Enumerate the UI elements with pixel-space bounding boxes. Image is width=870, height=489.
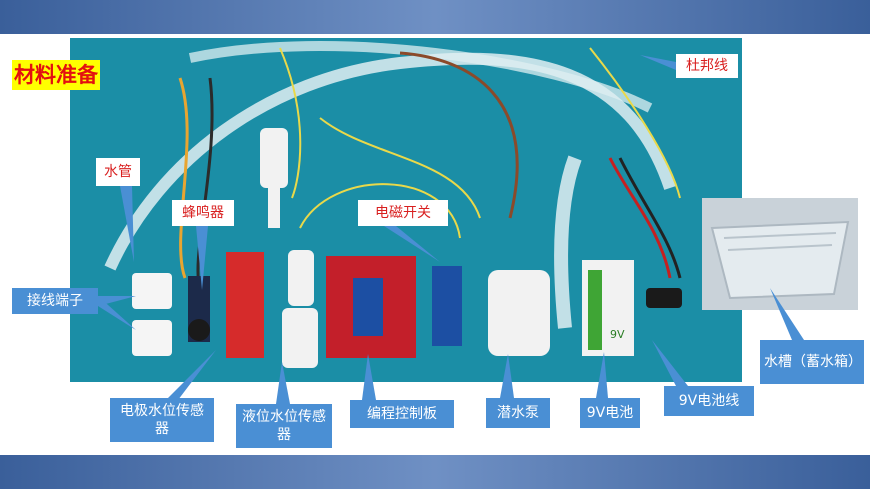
label-battery: 9V电池 [580, 398, 640, 428]
label-float-sensor: 液位水位传感器 [236, 404, 332, 448]
label-water-pipe: 水管 [96, 158, 140, 186]
label-dupont-wire: 杜邦线 [676, 54, 738, 78]
label-pump: 潜水泵 [486, 398, 550, 428]
label-controller: 编程控制板 [350, 400, 454, 428]
label-electrode-sensor: 电极水位传感器 [110, 398, 214, 442]
label-relay: 电磁开关 [358, 200, 448, 226]
battery-print: 9V [610, 328, 625, 341]
tank-photo [702, 198, 858, 310]
bottom-decor-band [0, 455, 870, 489]
slide-title: 材料准备 [12, 60, 100, 90]
top-decor-band [0, 0, 870, 34]
label-terminal: 接线端子 [12, 288, 98, 314]
label-tank: 水槽（蓄水箱） [760, 340, 864, 384]
label-buzzer: 蜂鸣器 [172, 200, 234, 226]
label-battery-clip: 9V电池线 [664, 386, 754, 416]
